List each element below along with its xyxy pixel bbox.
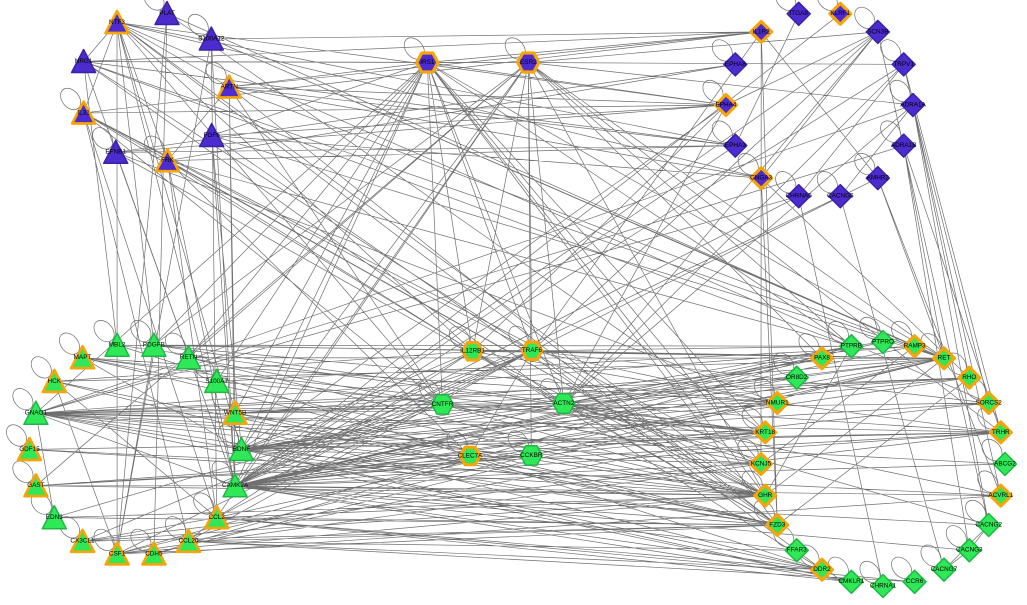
svg-text:CACNG3: CACNG3	[956, 547, 983, 554]
svg-text:DDR2: DDR2	[813, 566, 831, 573]
svg-text:BDNF: BDNF	[233, 446, 250, 453]
svg-text:PTPRB: PTPRB	[841, 343, 862, 350]
svg-text:KRT18: KRT18	[755, 429, 775, 436]
svg-text:EPHA3: EPHA3	[725, 142, 746, 149]
svg-text:ITGA8: ITGA8	[789, 10, 808, 17]
svg-text:CCR6: CCR6	[906, 578, 924, 585]
svg-text:ADRA1A: ADRA1A	[900, 101, 926, 108]
svg-text:CHRNA5: CHRNA5	[786, 193, 813, 200]
svg-text:ADRA1B: ADRA1B	[891, 142, 917, 149]
svg-text:ARTN: ARTN	[221, 83, 239, 90]
svg-text:CLEC7A: CLEC7A	[458, 452, 484, 459]
svg-text:EFNB1: EFNB1	[105, 149, 126, 156]
svg-text:NRG1: NRG1	[75, 58, 93, 65]
svg-text:CACNG7: CACNG7	[931, 566, 958, 573]
svg-text:EDN3: EDN3	[46, 514, 63, 521]
svg-text:HCK: HCK	[48, 378, 62, 385]
svg-text:GHR: GHR	[758, 492, 773, 499]
svg-text:PAX8: PAX8	[814, 355, 830, 362]
svg-text:MBL2: MBL2	[109, 342, 126, 349]
svg-text:ACTN2: ACTN2	[553, 400, 574, 407]
svg-text:CX3CL1: CX3CL1	[70, 538, 95, 545]
svg-text:MAPT: MAPT	[74, 354, 92, 361]
svg-text:PLAT: PLAT	[159, 10, 175, 17]
svg-text:NTF3: NTF3	[109, 19, 125, 26]
svg-text:GDF15: GDF15	[19, 446, 40, 453]
svg-text:CNGA3: CNGA3	[750, 175, 772, 182]
svg-text:ESR2: ESR2	[520, 59, 537, 66]
svg-text:ABCG2: ABCG2	[994, 460, 1016, 467]
svg-text:RETN: RETN	[180, 354, 198, 361]
svg-text:CHRNA1: CHRNA1	[870, 582, 897, 589]
svg-text:FFAR3: FFAR3	[787, 547, 807, 554]
svg-text:RHO: RHO	[962, 374, 976, 381]
svg-text:CCL20: CCL20	[179, 538, 199, 545]
svg-text:CNTFR: CNTFR	[432, 401, 454, 408]
svg-text:CACNG5: CACNG5	[827, 193, 854, 200]
svg-text:CAMK2A: CAMK2A	[222, 482, 249, 489]
svg-text:FRK: FRK	[161, 157, 175, 164]
svg-text:KCNJ5: KCNJ5	[751, 460, 772, 467]
svg-text:WNT5B: WNT5B	[224, 410, 246, 417]
svg-text:IL31: IL31	[77, 109, 90, 116]
svg-text:CSF1: CSF1	[109, 550, 126, 557]
svg-text:CCKBR: CCKBR	[520, 452, 543, 459]
svg-text:PTPRO: PTPRO	[872, 338, 894, 345]
svg-text:FZD3: FZD3	[769, 521, 785, 528]
svg-text:TRHR: TRHR	[992, 429, 1010, 436]
svg-text:KLRF1: KLRF1	[830, 10, 850, 17]
svg-text:IRS1: IRS1	[420, 59, 435, 66]
svg-text:CDH5: CDH5	[145, 550, 163, 557]
svg-text:GNAO1: GNAO1	[25, 410, 48, 417]
svg-text:S100A7: S100A7	[205, 378, 228, 385]
svg-text:CMKLR1: CMKLR1	[838, 578, 864, 585]
svg-text:EPHA8: EPHA8	[725, 61, 746, 68]
svg-text:RAMP3: RAMP3	[904, 343, 926, 350]
svg-text:SORCS2: SORCS2	[976, 399, 1003, 406]
svg-text:OR8D2: OR8D2	[786, 374, 808, 381]
svg-text:ACVRL1: ACVRL1	[988, 492, 1013, 499]
svg-text:AMHR2: AMHR2	[867, 175, 890, 182]
svg-text:IL1R2: IL1R2	[753, 28, 770, 35]
svg-text:TRAF6: TRAF6	[522, 347, 543, 354]
svg-text:PDGFB: PDGFB	[143, 342, 165, 349]
svg-text:TRPV1: TRPV1	[893, 61, 914, 68]
svg-text:SCN3B: SCN3B	[867, 28, 888, 35]
svg-text:CACNG2: CACNG2	[975, 521, 1002, 528]
svg-text:CCL2: CCL2	[209, 514, 226, 521]
svg-text:S100A12: S100A12	[198, 35, 225, 42]
svg-text:GAST: GAST	[27, 482, 44, 489]
svg-text:EPHA4: EPHA4	[716, 101, 737, 108]
svg-text:RET: RET	[938, 355, 951, 362]
svg-text:IL12RB1: IL12RB1	[460, 348, 485, 355]
svg-text:FGF6: FGF6	[204, 132, 221, 139]
svg-text:NMUR1: NMUR1	[766, 399, 789, 406]
